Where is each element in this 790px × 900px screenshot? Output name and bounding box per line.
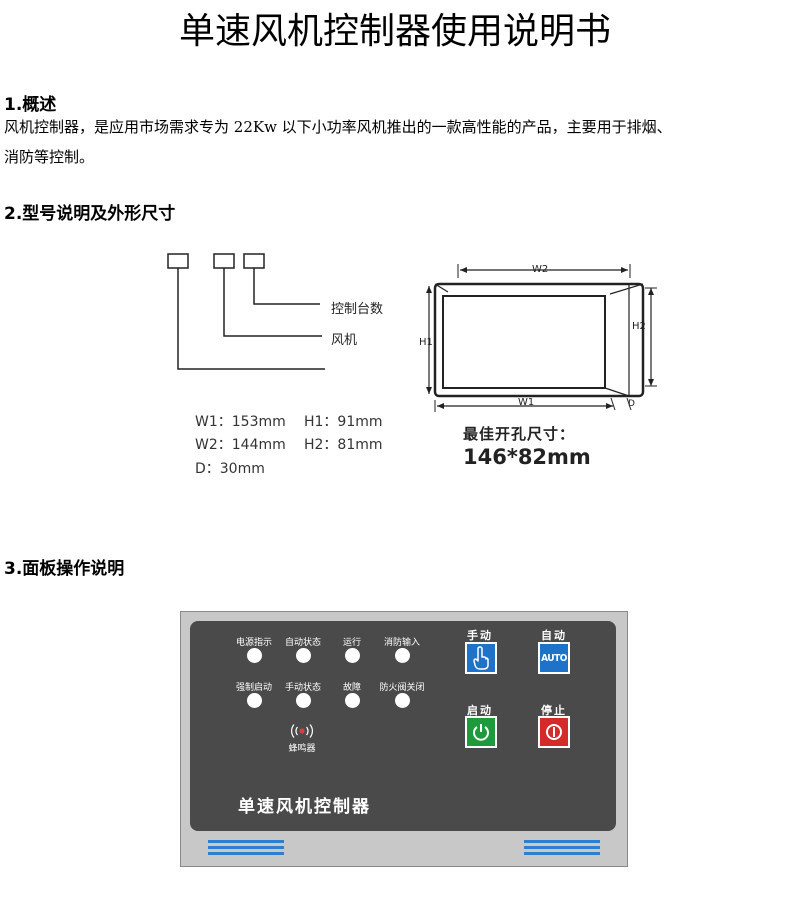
indicator-lamp-fire-valve-closed xyxy=(395,693,410,708)
auto-button-text: AUTO xyxy=(541,652,567,664)
code-box-3 xyxy=(243,253,265,269)
panel-product-name: 单速风机控制器 xyxy=(238,797,371,817)
decor-stripe xyxy=(208,852,284,855)
overview-line-2: 消防等控制。 xyxy=(4,148,95,166)
manual-button[interactable] xyxy=(465,642,497,674)
indicator-label-fault: 故障 xyxy=(342,683,361,693)
label-fan: 风机 xyxy=(331,333,358,348)
drawing-label-w2: W2 xyxy=(532,264,549,275)
dim-d: D：30mm xyxy=(195,461,265,477)
decor-stripe xyxy=(208,846,284,849)
section-heading-overview: 1.概述 xyxy=(4,95,57,115)
code-box-2 xyxy=(213,253,235,269)
dim-h1: H1：91mm xyxy=(304,414,383,430)
auto-button[interactable]: AUTO xyxy=(538,642,570,674)
indicator-lamp-fault xyxy=(345,693,360,708)
dim-w1: W1：153mm xyxy=(195,414,286,430)
power-icon xyxy=(473,724,489,741)
button-label-auto: 自动 xyxy=(541,629,567,642)
indicator-lamp-fire-input xyxy=(395,648,410,663)
indicator-label-fire-input: 消防输入 xyxy=(383,638,420,648)
drawing-label-h1: H1 xyxy=(419,337,433,348)
indicator-label-power: 电源指示 xyxy=(235,638,272,648)
drawing-label-d: D xyxy=(628,399,635,409)
indicator-label-forced-start: 强制启动 xyxy=(235,683,272,693)
decor-stripe xyxy=(524,840,600,843)
stop-button[interactable] xyxy=(538,716,570,748)
best-hole-value: 146*82mm xyxy=(463,445,591,469)
buzzer-icon xyxy=(291,724,313,738)
indicator-lamp-forced-start xyxy=(247,693,262,708)
drawing-label-h2: H2 xyxy=(632,321,646,332)
indicator-label-running: 运行 xyxy=(342,638,361,648)
indicator-label-auto-state: 自动状态 xyxy=(284,638,321,648)
model-code-diagram xyxy=(167,253,325,370)
buzzer-label: 蜂鸣器 xyxy=(288,744,316,754)
outline-drawing xyxy=(426,264,657,412)
decor-stripe xyxy=(208,840,284,843)
document-title: 单速风机控制器使用说明书 xyxy=(178,11,611,52)
decor-stripe xyxy=(524,852,600,855)
best-hole-title: 最佳开孔尺寸： xyxy=(463,425,576,443)
indicator-label-fire-valve-closed: 防火阀关闭 xyxy=(379,683,425,693)
hand-pointer-icon xyxy=(473,646,489,670)
start-button[interactable] xyxy=(465,716,497,748)
overview-line-1: 风机控制器，是应用市场需求专为 22Kw 以下小功率风机推出的一款高性能的产品，… xyxy=(4,118,672,136)
section-heading-panel: 3.面板操作说明 xyxy=(4,559,125,579)
indicator-lamp-running xyxy=(345,648,360,663)
indicator-lamp-power xyxy=(247,648,262,663)
dim-h2: H2：81mm xyxy=(304,437,383,453)
indicator-lamp-auto-state xyxy=(296,648,311,663)
label-control-count: 控制台数 xyxy=(331,302,384,317)
button-label-manual: 手动 xyxy=(467,629,493,642)
stop-icon xyxy=(546,724,562,740)
section-heading-model: 2.型号说明及外形尺寸 xyxy=(4,204,176,224)
dim-w2: W2：144mm xyxy=(195,437,286,453)
indicator-label-manual-state: 手动状态 xyxy=(284,683,321,693)
code-box-1 xyxy=(167,253,189,269)
indicator-lamp-manual-state xyxy=(296,693,311,708)
decor-stripe xyxy=(524,846,600,849)
button-label-start: 启动 xyxy=(467,704,493,717)
button-label-stop: 停止 xyxy=(541,704,567,717)
drawing-label-w1: W1 xyxy=(518,397,535,408)
